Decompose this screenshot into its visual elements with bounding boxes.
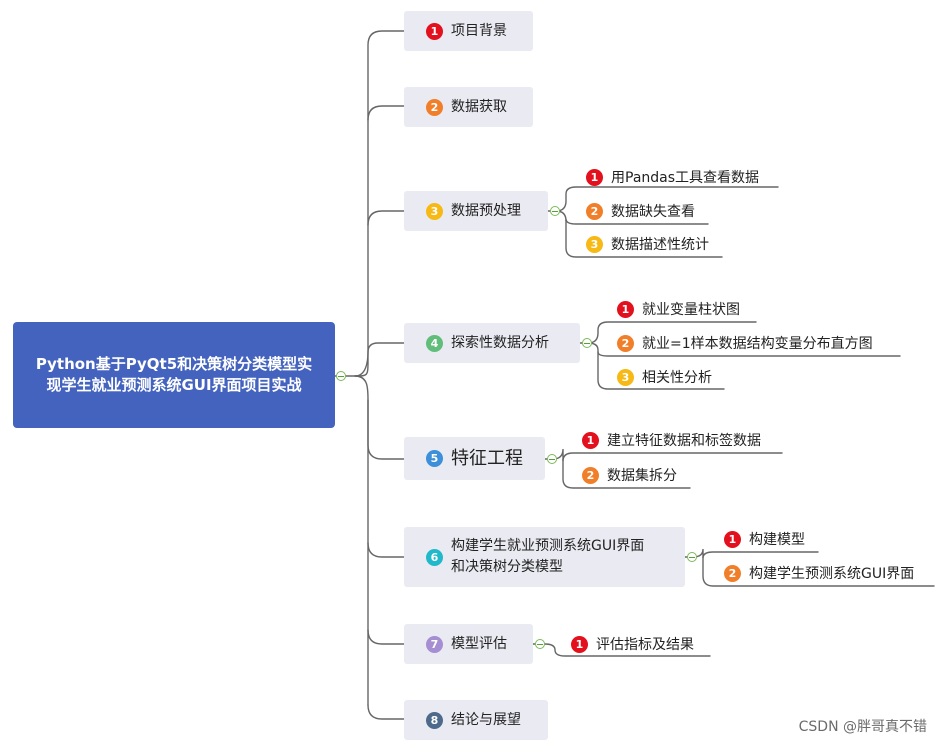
branch-7-label: 模型评估 [451,635,507,652]
branch-1-label: 项目背景 [451,22,507,39]
root-collapse-toggle[interactable] [336,371,346,381]
branch-4[interactable]: 4 探索性数据分析 [404,323,580,363]
number-badge-icon: 2 [586,202,603,220]
branch-6-child-1-label: 构建模型 [749,532,805,548]
branch-6-child-2[interactable]: 2 构建学生预测系统GUI界面 [724,563,914,583]
branch-3-child-2-label: 数据缺失查看 [611,204,695,220]
branch-5-child-1[interactable]: 1 建立特征数据和标签数据 [582,430,761,450]
number-badge-icon: 3 [617,368,634,386]
branch-5-child-1-label: 建立特征数据和标签数据 [607,433,761,449]
branch-4-child-3-label: 相关性分析 [642,370,712,386]
branch-5-child-2-label: 数据集拆分 [607,468,677,484]
number-badge-icon: 1 [582,431,599,449]
number-badge-icon: 1 [571,635,588,653]
branch-6-child-2-label: 构建学生预测系统GUI界面 [749,566,915,582]
number-badge-icon: 4 [426,334,443,352]
number-badge-icon: 8 [426,711,443,729]
branch-3-child-2[interactable]: 2 数据缺失查看 [586,201,695,221]
branch-5-child-2[interactable]: 2 数据集拆分 [582,465,677,485]
branch-5-collapse-toggle[interactable] [547,454,557,464]
branch-5[interactable]: 5 特征工程 [404,437,545,480]
number-badge-icon: 5 [426,450,443,467]
branch-3-child-3[interactable]: 3 数据描述性统计 [586,234,709,254]
watermark: CSDN @胖哥真不错 [798,719,927,735]
branch-6-label-line-1: 构建学生就业预测系统GUI界面 [451,538,645,554]
branch-7-collapse-toggle[interactable] [535,639,545,649]
number-badge-icon: 1 [586,168,603,186]
branch-6-child-1[interactable]: 1 构建模型 [724,529,805,549]
branch-7[interactable]: 7 模型评估 [404,624,533,664]
branch-4-collapse-toggle[interactable] [582,338,592,348]
branch-5-label: 特征工程 [451,448,523,469]
branch-4-child-1[interactable]: 1 就业变量柱状图 [617,299,740,319]
branch-2[interactable]: 2 数据获取 [404,87,533,127]
number-badge-icon: 2 [582,466,599,484]
branch-7-child-1[interactable]: 1 评估指标及结果 [571,634,694,654]
branch-2-label: 数据获取 [451,98,507,115]
branch-3-child-1[interactable]: 1 用Pandas工具查看数据 [586,167,759,187]
branch-4-label: 探索性数据分析 [451,334,549,351]
number-badge-icon: 6 [426,548,443,566]
branch-4-child-2-label: 就业=1样本数据结构变量分布直方图 [642,336,873,352]
branch-6-collapse-toggle[interactable] [687,552,697,562]
branch-6-label-line-2: 和决策树分类模型 [451,559,563,575]
number-badge-icon: 7 [426,635,443,653]
root-title: Python基于PyQt5和决策树分类模型实现学生就业预测系统GUI界面项目实战 [35,355,313,394]
number-badge-icon: 3 [426,202,443,220]
branch-8[interactable]: 8 结论与展望 [404,700,548,740]
branch-4-child-1-label: 就业变量柱状图 [642,302,740,318]
branch-3-collapse-toggle[interactable] [550,206,560,216]
branch-4-child-2[interactable]: 2 就业=1样本数据结构变量分布直方图 [617,333,873,353]
number-badge-icon: 2 [617,334,634,352]
branch-8-label: 结论与展望 [451,711,521,728]
branch-3-child-3-label: 数据描述性统计 [611,237,709,253]
branch-6-label: 构建学生就业预测系统GUI界面 和决策树分类模型 [451,536,644,578]
branch-1[interactable]: 1 项目背景 [404,11,533,51]
branch-4-child-3[interactable]: 3 相关性分析 [617,367,712,387]
branch-3-label: 数据预处理 [451,202,521,219]
branch-3-child-1-label: 用Pandas工具查看数据 [611,170,760,186]
number-badge-icon: 3 [586,235,603,253]
number-badge-icon: 2 [426,98,443,116]
branch-7-child-1-label: 评估指标及结果 [596,637,694,653]
branch-6[interactable]: 6 构建学生就业预测系统GUI界面 和决策树分类模型 [404,527,685,587]
number-badge-icon: 1 [426,22,443,40]
root-topic[interactable]: Python基于PyQt5和决策树分类模型实现学生就业预测系统GUI界面项目实战 [13,322,335,428]
number-badge-icon: 1 [724,530,741,548]
number-badge-icon: 2 [724,564,741,582]
number-badge-icon: 1 [617,300,634,318]
branch-3[interactable]: 3 数据预处理 [404,191,548,231]
